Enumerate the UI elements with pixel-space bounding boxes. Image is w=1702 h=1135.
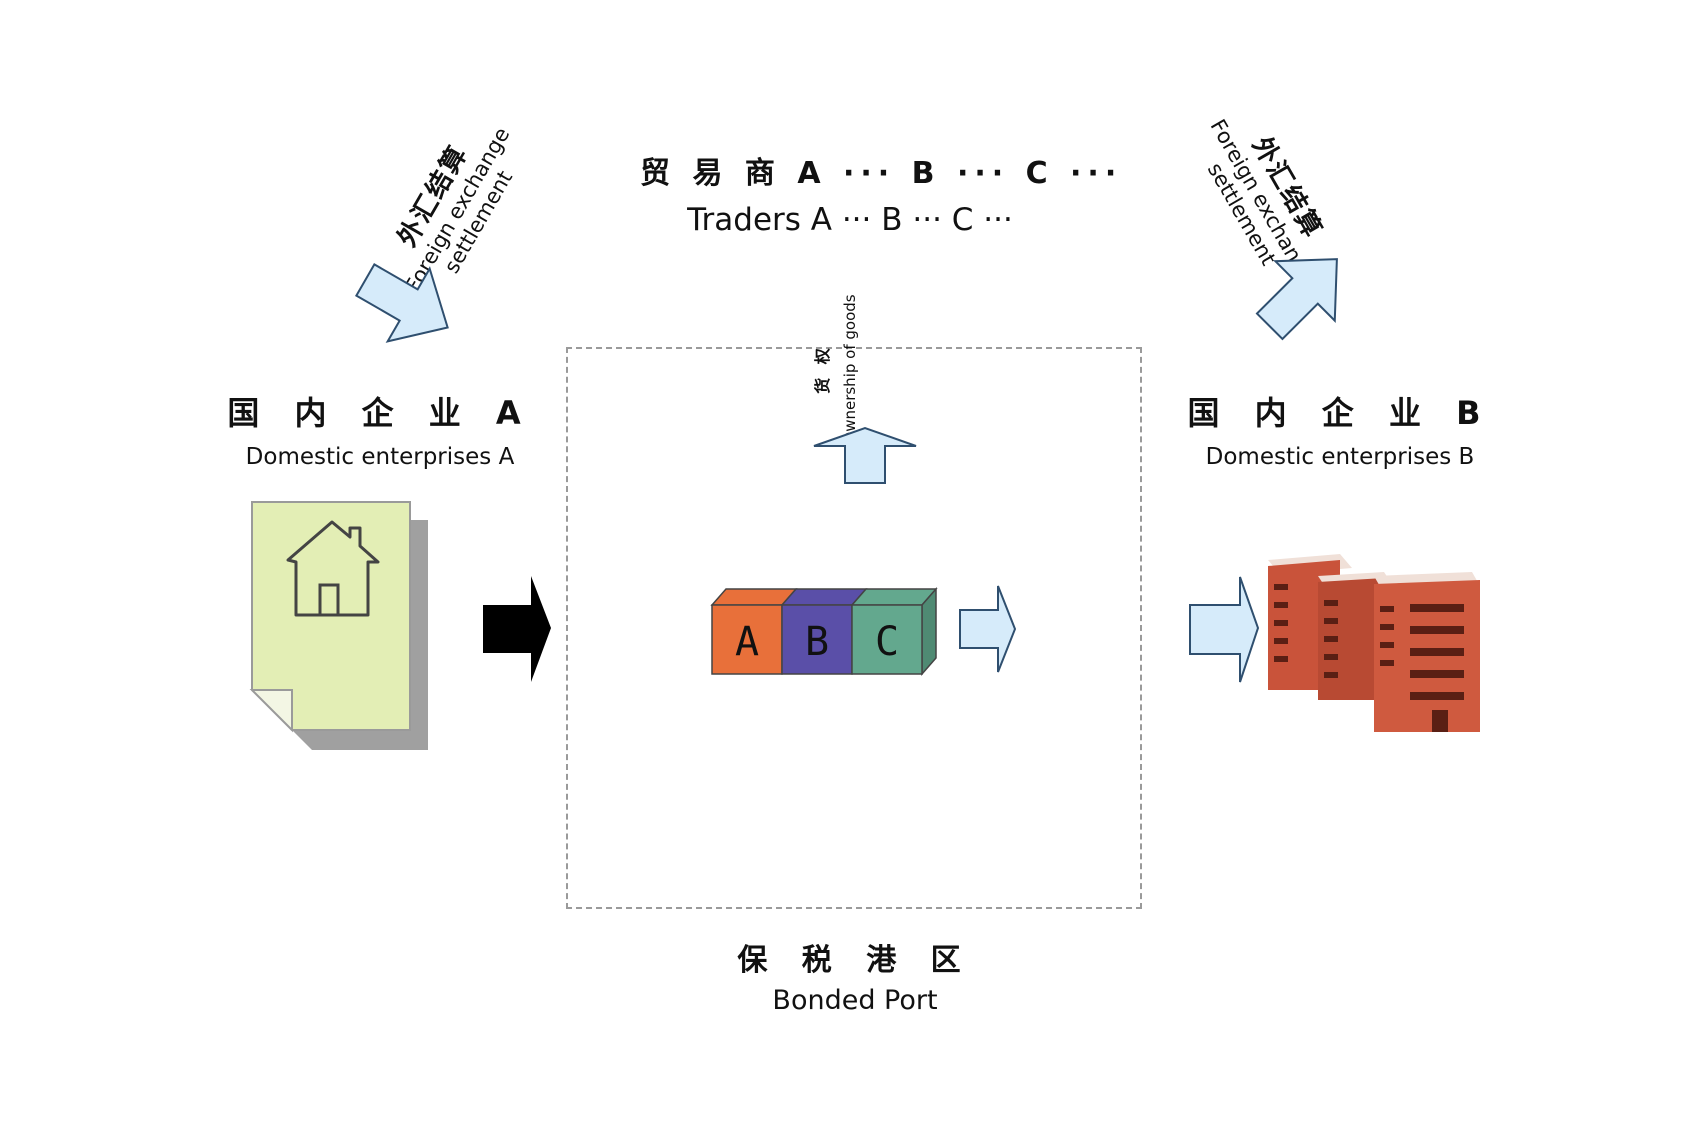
enterprise-b-zh: 国 内 企 业 B: [1187, 394, 1493, 432]
enterprise-a-en: Domestic enterprises A: [245, 444, 515, 470]
traders-label-zh: 贸 易 商 A ··· B ··· C ···: [640, 156, 1123, 191]
box-a: [711, 604, 783, 675]
enterprise-b-label: 国 内 企 业 B Domestic enterprises B: [1180, 388, 1500, 470]
enterprise-a-label: 国 内 企 业 A Domestic enterprises A: [220, 388, 540, 470]
traders-label: 贸 易 商 A ··· B ··· C ··· Traders A ··· B …: [640, 148, 1123, 238]
bonded-port-en: Bonded Port: [772, 985, 938, 1016]
bonded-port-zh: 保 税 港 区: [737, 943, 973, 978]
goods-boxes: A B C: [710, 587, 938, 676]
bonded-port-area: [566, 347, 1142, 909]
box-a-label: A: [735, 619, 759, 665]
box-c: [851, 604, 923, 675]
office-buildings-icon: [1268, 554, 1480, 732]
fx-right-arrow: [1255, 258, 1338, 341]
enterprise-a-zh: 国 内 企 业 A: [227, 394, 533, 432]
box-b-label: B: [805, 619, 829, 665]
port-exit-arrow: [959, 585, 1017, 673]
to-enterprise-b-arrow: [1189, 576, 1260, 683]
ownership-up-arrow: [813, 426, 917, 484]
enterprise-b-en: Domestic enterprises B: [1205, 444, 1475, 470]
bonded-port-label: 保 税 港 区 Bonded Port: [700, 935, 1010, 1016]
fx-left-arrow: [354, 263, 449, 343]
black-arrow: [483, 576, 551, 682]
traders-label-en: Traders A ··· B ··· C ···: [687, 202, 1013, 238]
box-c-label: C: [875, 619, 899, 665]
house-document-icon: [249, 501, 428, 750]
